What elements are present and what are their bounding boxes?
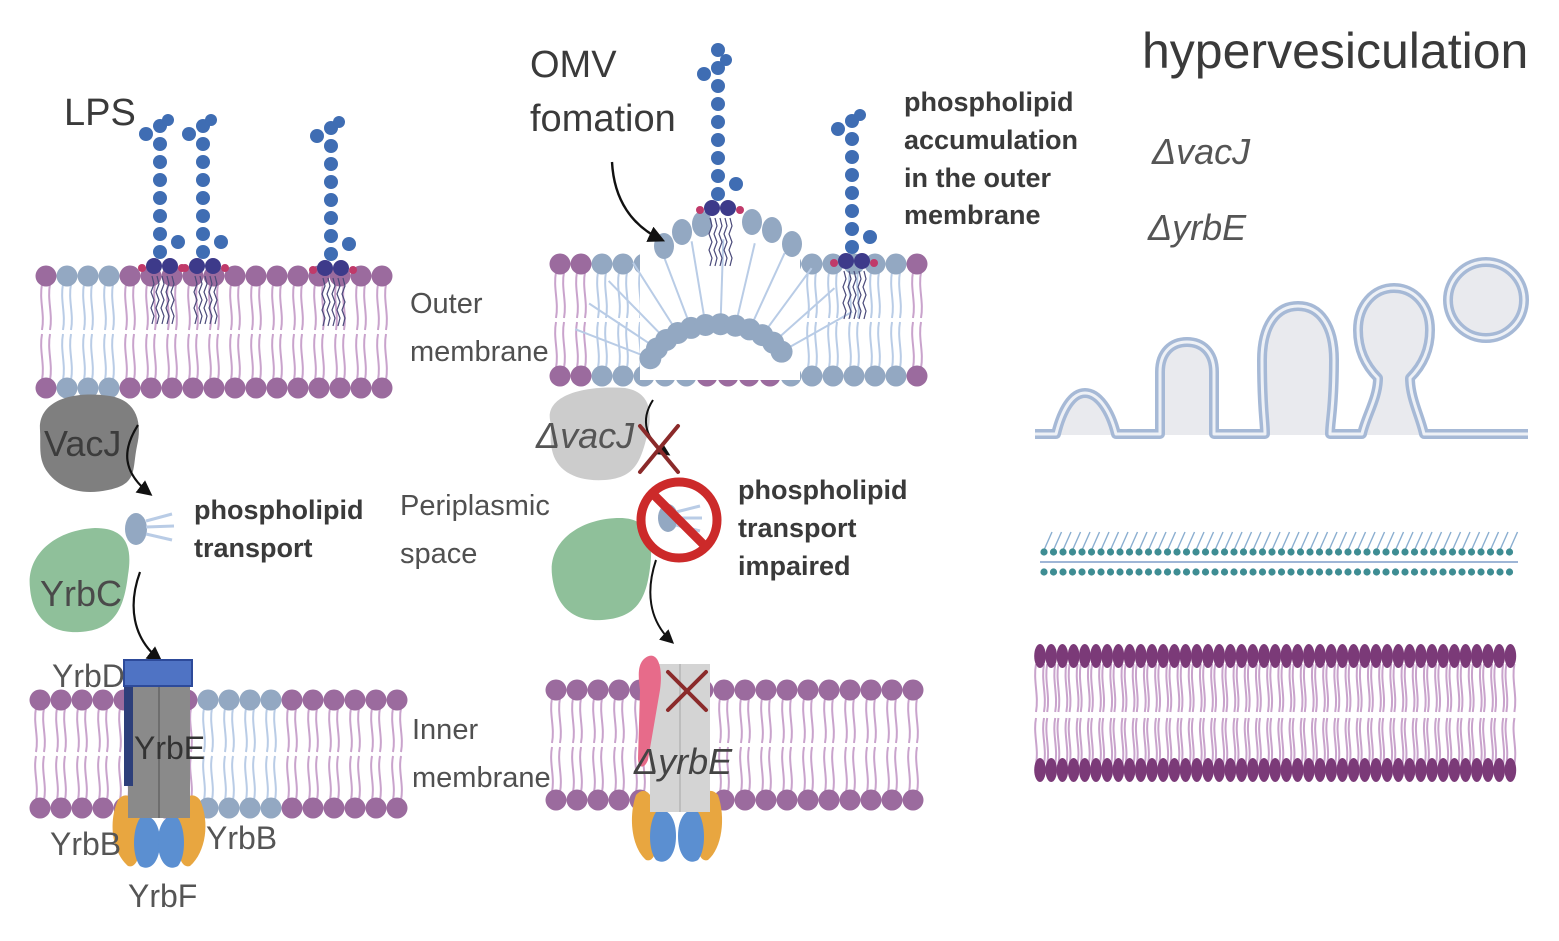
periplasmic-label-line1: Periplasmic — [400, 490, 550, 522]
left-outer-membrane — [35, 265, 393, 399]
lps-molecules — [138, 43, 878, 327]
prohibited-transport-icon — [636, 477, 722, 563]
yrbb-left-label: YrbB — [50, 826, 122, 862]
middle-inner-membrane — [545, 679, 924, 811]
yrbf-label: YrbF — [128, 878, 198, 914]
delta-vacj-middle-label: ΔvacJ — [536, 415, 635, 456]
mla-complex-left — [112, 659, 206, 868]
transport-impaired-label: phospholipid transport impaired — [738, 475, 908, 581]
hypervesiculation-title: hypervesiculation — [1142, 23, 1529, 79]
hypervesiculation-vesicles — [1035, 257, 1529, 439]
cross-mark-yrbe — [666, 670, 708, 712]
omv-bulge — [574, 209, 853, 380]
vacj-protein-deleted — [549, 387, 650, 481]
arrow-yrbc-to-yrbd — [132, 571, 163, 662]
lps-label: LPS — [64, 92, 136, 134]
phospholipid-accumulation-label: phospholipid accumulation in the outer m… — [904, 87, 1079, 231]
delta-yrbe-middle-label: ΔyrbE — [634, 741, 733, 782]
purple-bilayer-strip — [1034, 644, 1517, 782]
vacj-label: VacJ — [44, 423, 122, 464]
yrbb-right-label: YrbB — [206, 820, 278, 856]
cross-mark-vacj — [638, 424, 680, 474]
omv-label-line1: OMV — [530, 44, 617, 86]
inner-membrane-label-line1: Inner — [412, 714, 479, 746]
arrow-yrbc-to-yrbd-impaired — [649, 559, 675, 644]
teal-lps-strip — [1040, 531, 1519, 576]
yrbd-label: YrbD — [52, 658, 125, 694]
yrbc-protein — [29, 528, 130, 633]
arrow-vacj-to-yrbc — [126, 424, 153, 496]
outer-membrane-label-line1: Outer — [410, 288, 483, 320]
periplasmic-label-line2: space — [400, 538, 478, 570]
omv-label-line2: fomation — [530, 98, 676, 140]
yrbc-label: YrbC — [40, 573, 123, 614]
yrbe-label: YrbE — [134, 730, 206, 766]
vacj-protein — [39, 394, 139, 492]
inner-membrane-label-line2: membrane — [412, 762, 551, 794]
phospholipid-transport-label: phospholipid transport — [194, 495, 364, 563]
transported-phospholipid-icon — [125, 512, 175, 545]
delta-yrbe-right-label: ΔyrbE — [1148, 207, 1247, 248]
delta-vacj-right-label: ΔvacJ — [1152, 131, 1251, 172]
outer-membrane-label-line2: membrane — [410, 336, 549, 368]
yrbc-protein-middle — [551, 518, 652, 621]
mla-complex-middle — [631, 655, 723, 862]
left-inner-membrane — [29, 689, 408, 819]
arrow-omv-formation — [610, 161, 666, 242]
